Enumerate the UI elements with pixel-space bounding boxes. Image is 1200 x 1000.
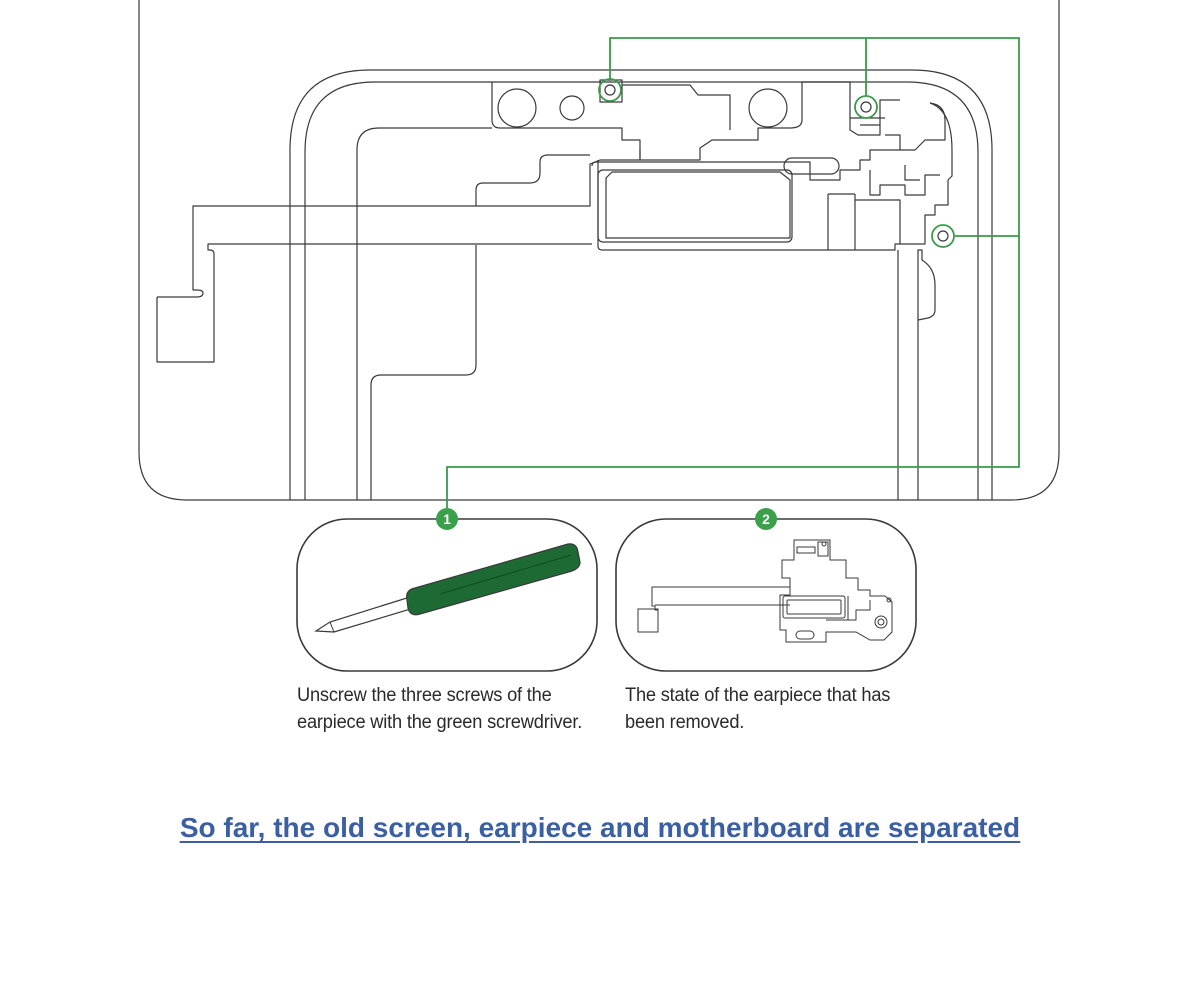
screwdriver-icon bbox=[314, 543, 581, 633]
screw-icon bbox=[937, 230, 949, 242]
screw-icon bbox=[604, 84, 616, 96]
screen-bezel bbox=[289, 69, 993, 500]
earpiece-module bbox=[591, 102, 946, 181]
earpiece-bracket bbox=[491, 81, 900, 161]
screw-icon bbox=[860, 101, 872, 113]
step-2-caption-line: been removed. bbox=[625, 712, 745, 733]
svg-text:2: 2 bbox=[762, 511, 770, 527]
flex-cable bbox=[157, 102, 953, 298]
earpiece-assembly-icon bbox=[637, 539, 893, 643]
speaker-hole-small bbox=[559, 95, 585, 121]
step-1-badge: 1 bbox=[436, 508, 458, 530]
step-1-caption-line: Unscrew the three screws of the bbox=[297, 685, 552, 706]
step-2-caption-line: The state of the earpiece that has bbox=[625, 685, 891, 706]
speaker-hole-large-left bbox=[497, 88, 537, 128]
step-1-caption: Unscrew the three screws of the earpiece… bbox=[297, 682, 604, 736]
callout-line bbox=[446, 37, 1020, 508]
step-2-caption: The state of the earpiece that has been … bbox=[625, 682, 913, 736]
summary-link[interactable]: So far, the old screen, earpiece and mot… bbox=[179, 812, 1021, 843]
phone-body-outline bbox=[138, 0, 1060, 501]
step-2-panel bbox=[615, 518, 917, 672]
step-1-caption-line: earpiece with the green screwdriver. bbox=[297, 712, 583, 733]
step-2-badge: 2 bbox=[755, 508, 777, 530]
svg-text:1: 1 bbox=[443, 511, 451, 527]
speaker-hole-large-right bbox=[748, 88, 788, 128]
summary-heading: So far, the old screen, earpiece and mot… bbox=[0, 812, 1200, 844]
